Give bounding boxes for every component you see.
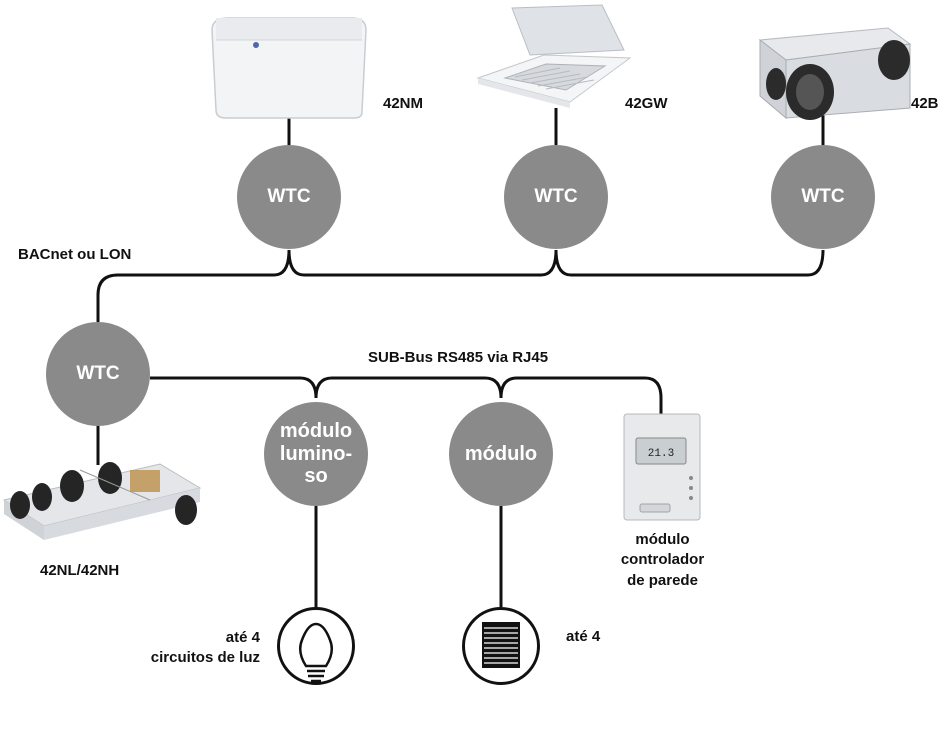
main-bus-segment-2 [287,249,558,277]
sub-bus-segment-3 [499,376,663,414]
fan-coil-42nm-image [211,17,367,119]
main-bus-label: BACnet ou LON [18,246,132,263]
blinds-glyph [482,622,520,668]
wall-controller-label-line3: de parede [627,571,698,589]
wtc-label: WTC [267,186,311,207]
main-bus-segment-3 [554,249,825,277]
sub-bus-segment-2 [314,376,503,399]
main-bus-segment-1 [96,249,291,322]
wtc-node-42gw: WTC [504,145,608,249]
dimmer-module-label-line2: lumino- [279,442,353,465]
dimmer-module-node: módulo lumino- so [264,402,368,506]
module-node: módulo [449,402,553,506]
wtc-node-42nl: WTC [46,322,150,426]
unit-label-42nm: 42NM [383,95,424,112]
sub-bus-label: SUB-Bus RS485 via RJ45 [368,349,549,366]
wall-controller-image: 21.3 [623,413,701,521]
connection-lines [96,108,825,607]
blinds-label: até 4 [566,628,601,645]
ducted-unit-42nl-image [2,462,202,540]
wall-controller-label-line1: módulo [635,531,690,548]
module-label: módulo [464,442,538,465]
lights-label-line1: até 4 [225,629,260,646]
unit-label-42gw: 42GW [625,95,668,112]
ducted-unit-42b-image [758,27,912,120]
light-bulb-glyph [298,622,334,683]
wtc-node-42b: WTC [771,145,875,249]
wall-controller-label-line2: controlador [620,551,705,569]
thermostat-display-text: 21.3 [648,448,674,460]
dimmer-module-label-line1: módulo [279,420,353,443]
wall-controller-label: módulo controlador de parede [600,530,725,591]
wtc-label: WTC [801,186,845,207]
lights-label: até 4 circuitos de luz [110,628,260,669]
lights-label-line2: circuitos de luz [150,649,260,667]
dimmer-module-label-line3: so [304,465,328,488]
cassette-42gw-image [476,4,632,108]
blinds-circle [462,607,540,685]
unit-label-42b: 42B [911,95,939,112]
wtc-node-42nm: WTC [237,145,341,249]
wtc-label: WTC [76,363,120,384]
unit-label-42nl: 42NL/42NH [40,562,120,579]
wtc-label: WTC [534,186,578,207]
